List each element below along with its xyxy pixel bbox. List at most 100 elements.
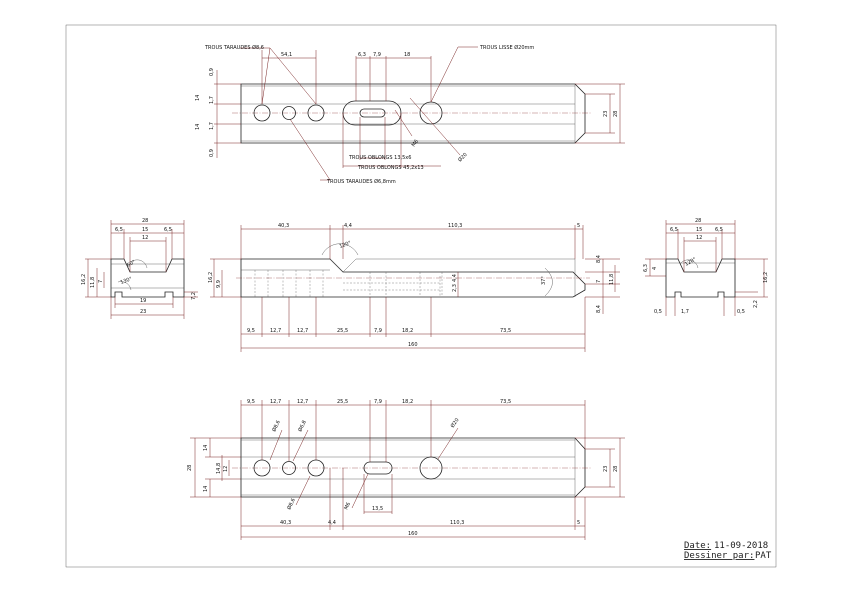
fv-dim-8-4-a: 8,4 [596, 255, 602, 263]
lv-dim-7: 7 [98, 280, 104, 283]
bv-dim-40-3: 40,3 [280, 520, 291, 526]
bv-dim-phi20: Ø20 [449, 417, 461, 429]
sheet-frame [65, 24, 777, 568]
dim-1-7-a: 1,7 [209, 96, 215, 104]
lv-dim-16-2: 16,2 [81, 274, 87, 285]
bv-dim-160: 160 [408, 531, 418, 537]
bottom-view: 9,5 12,7 12,7 25,5 7,9 18,2 73,5 Ø8,6 Ø6… [187, 399, 625, 540]
date-label: Date: [684, 541, 711, 551]
rv-dim-16-2: 16,2 [763, 272, 769, 283]
bv-dim-5: 5 [577, 520, 580, 526]
dim-18: 18 [404, 52, 410, 58]
bv-dim-12: 12 [223, 466, 229, 472]
bv-dim-14-b: 14 [203, 486, 209, 492]
date-value: 11-09-2018 [714, 541, 768, 551]
tapped-hole-2 [282, 106, 296, 120]
rv-dim-15: 15 [696, 227, 702, 233]
bv-dim-28-r: 28 [613, 466, 619, 472]
rv-dim-2-2: 2,2 [753, 300, 759, 308]
bv-dim-14: 14 [203, 445, 209, 451]
fv-dim-8-4-b: 8,4 [596, 305, 602, 313]
bv-dim-14-8: 14,8 [216, 463, 222, 474]
bv-dim-23: 23 [603, 466, 609, 472]
bv-dim-phi8-6: Ø8,6 [270, 419, 281, 433]
label-oblong-2: TROUS OBLONGS 45,2x13 [357, 165, 424, 171]
bv-dim-phi6-8: Ø6,8 [296, 419, 307, 433]
bv-hole-2 [282, 461, 296, 475]
fv-dim-7-9: 7,9 [374, 328, 382, 334]
top-view-outline [240, 83, 586, 144]
fv-dim-110-3: 110,3 [448, 223, 462, 229]
label-oblong-1: TROUS OBLONGS 13,5x6 [348, 155, 411, 161]
bv-dim-9-5: 9,5 [247, 399, 255, 405]
bv-dim-12-7-a: 12,7 [270, 399, 281, 405]
label-tapped-holes-top: TROUS TARAUDES Ø8,6 [204, 44, 264, 51]
label-tapped-holes-bottom: TROUS TARAUDES Ø6,8mm [326, 178, 396, 185]
bv-dim-25-5: 25,5 [337, 399, 348, 405]
bv-dim-28: 28 [187, 465, 193, 471]
fv-dim-4-4: 4,4 [344, 223, 352, 229]
rv-dim-4: 4 [652, 267, 658, 270]
dim-0-9-b: 0,9 [209, 149, 215, 157]
rv-angle-120: 120° [684, 256, 698, 267]
fv-angle-120: 120° [339, 240, 353, 250]
lv-dim-12: 12 [142, 235, 148, 241]
tapped-hole-3 [307, 104, 325, 122]
fv-dim-2-3: 2,3 [452, 284, 458, 292]
front-view-outline [240, 258, 586, 298]
bv-dim-4-4: 4,4 [328, 520, 336, 526]
bottom-view-outline [240, 437, 586, 498]
fv-dim-73-5: 73,5 [500, 328, 511, 334]
title-block: Date: 11-09-2018 Dessiner par: PAT [684, 541, 772, 561]
lv-dim-23: 23 [140, 309, 146, 315]
fv-dim-160: 160 [408, 342, 418, 348]
lv-dim-6-5-b: 6,5 [164, 227, 172, 233]
lv-dim-7-2: 7,2 [191, 292, 197, 300]
fv-dim-40-3: 40,3 [278, 223, 289, 229]
dim-14-b: 14 [195, 124, 201, 130]
bv-dim-73-5: 73,5 [500, 399, 511, 405]
fv-angle-37: 37° [541, 276, 547, 285]
dim-7-9: 7,9 [373, 52, 381, 58]
fv-dim-25-5: 25,5 [337, 328, 348, 334]
dim-6-3: 6,3 [358, 52, 366, 58]
rv-dim-0-5-a: 0,5 [654, 309, 662, 315]
fv-dim-11-8: 11,8 [609, 274, 615, 285]
dim-m6: M6 [411, 139, 420, 149]
dim-0-9-a: 0,9 [209, 68, 215, 76]
rv-dim-1-7: 1,7 [681, 309, 689, 315]
rv-dim-6-5-b: 6,5 [715, 227, 723, 233]
author-label: Dessiner par: [684, 551, 754, 561]
fv-dim-5: 5 [577, 223, 580, 229]
bv-slot [363, 461, 393, 475]
right-side-view: 28 6,5 15 6,5 12 6,3 4 16,2 0,5 1,7 0,5 … [643, 218, 769, 316]
front-view: 40,3 4,4 110,3 5 16,2 9,9 8,4 7 11,8 8,4… [208, 223, 620, 352]
lv-dim-28: 28 [142, 218, 148, 224]
lv-dim-11-8: 11,8 [90, 277, 96, 288]
left-view-outline [110, 258, 185, 298]
bv-dim-phi8-6-b: Ø8,6 [285, 497, 296, 511]
fv-dim-12-7-b: 12,7 [297, 328, 308, 334]
lv-dim-6-5-a: 6,5 [115, 227, 123, 233]
right-view-outline [665, 258, 736, 298]
oblong-slot-small [359, 108, 386, 118]
author-value: PAT [755, 551, 772, 561]
fv-dim-12-7-a: 12,7 [270, 328, 281, 334]
rv-dim-6-3: 6,3 [643, 264, 649, 272]
fv-dim-18-2: 18,2 [402, 328, 413, 334]
label-plain-hole: TROUS LISSE Ø20mm [479, 44, 534, 51]
fv-dim-9-5: 9,5 [247, 328, 255, 334]
fv-dim-7: 7 [596, 280, 602, 283]
dim-14-a: 14 [195, 95, 201, 101]
lv-dim-15: 15 [142, 227, 148, 233]
rv-dim-12: 12 [696, 235, 702, 241]
lv-dim-19: 19 [140, 298, 146, 304]
left-side-view: 28 6,5 15 6,5 12 16,2 11,8 7 19 23 7,2 6… [81, 218, 198, 319]
top-view: TROUS TARAUDES Ø8,6 54,1 6,3 7,9 18 TROU… [195, 44, 625, 185]
fv-dim-4-4-r: 4,4 [452, 274, 458, 282]
tapped-hole-1 [253, 104, 271, 122]
dim-23: 23 [603, 111, 609, 117]
bv-dim-m6: M6 [343, 502, 352, 511]
fv-dim-9-9: 9,9 [216, 280, 222, 288]
